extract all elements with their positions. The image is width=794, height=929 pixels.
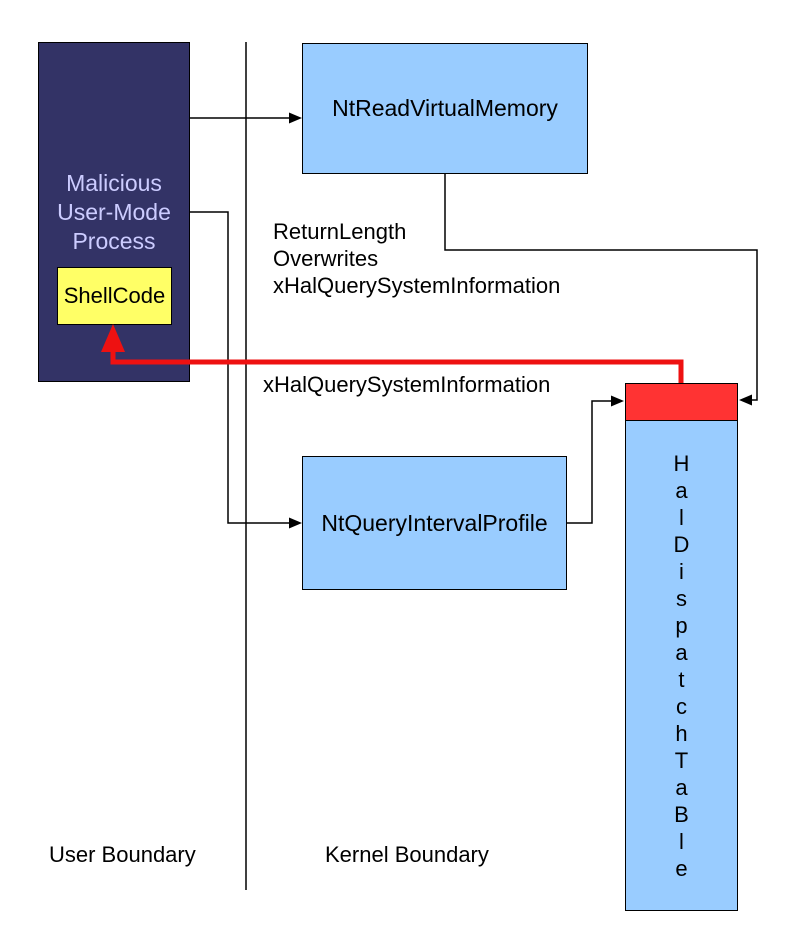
nt-query-interval-profile-label: NtQueryIntervalProfile [321,509,548,536]
red-arrow-label: xHalQuerySystemInformation [263,372,551,397]
nt-read-virtual-memory-label: NtReadVirtualMemory [332,95,558,121]
shellcode-box: ShellCode [57,267,172,325]
arrow-process-to-ntread [190,112,302,124]
hal-dispatch-table-overwritten-entry [625,383,738,421]
kernel-boundary-label: Kernel Boundary [325,842,489,867]
nt-query-interval-profile-box: NtQueryIntervalProfile [302,456,567,590]
shellcode-label: ShellCode [63,283,166,308]
arrow-ntquery-to-haltable [567,395,624,524]
user-boundary-label: User Boundary [49,842,196,867]
return-length-overwrite-note: ReturnLength Overwrites xHalQuerySystemI… [273,219,561,298]
hal-dispatch-table-box: H a l D i s p a t c h T a B l e [625,420,738,911]
malicious-process-label: Malicious User-Mode Process [57,170,171,254]
nt-read-virtual-memory-box: NtReadVirtualMemory [302,43,588,174]
malicious-process-box: Malicious User-Mode Process ShellCode [38,42,190,382]
hal-dispatch-table-label: H a l D i s p a t c h T a B l e [673,450,690,881]
